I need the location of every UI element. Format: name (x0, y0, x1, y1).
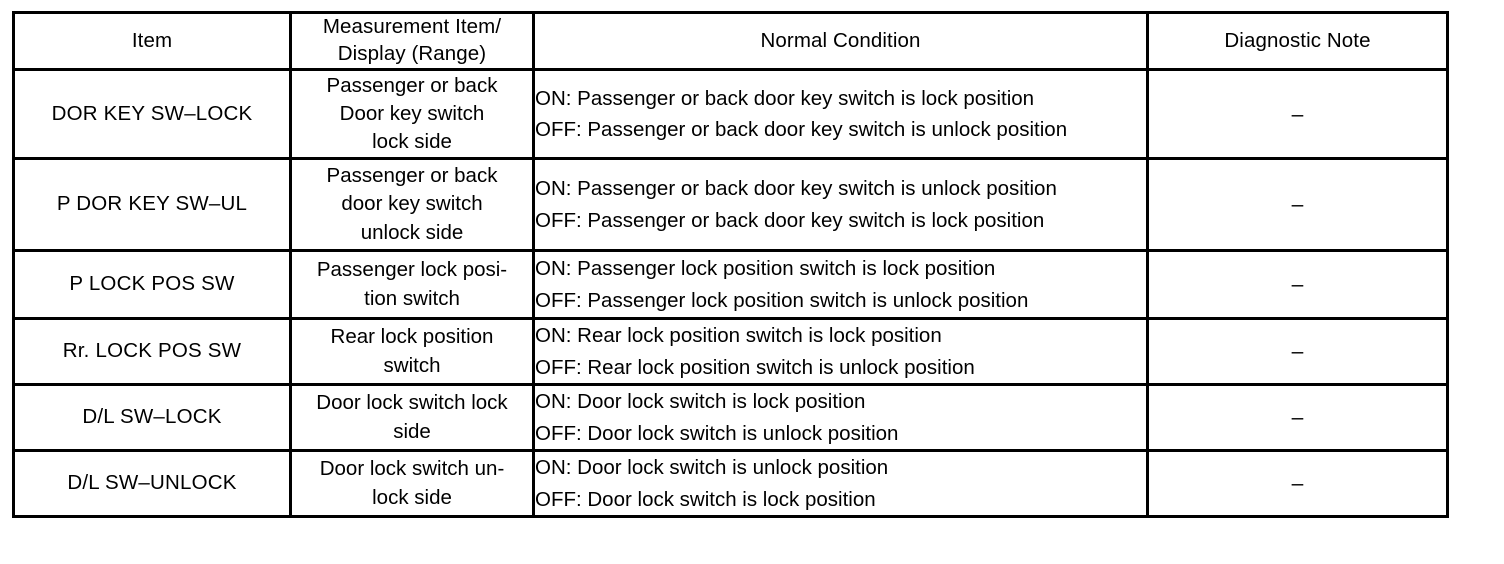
cell-diagnostic-note: – (1146, 317, 1449, 386)
column-header-item: Item (12, 11, 292, 71)
measurement-line-1: Passenger or back (326, 73, 498, 97)
table-row: D/L SW–LOCK Door lock switch lock side O… (12, 383, 1449, 452)
column-header-measurement-line-2: Display (Range) (337, 42, 487, 65)
item-name: P LOCK POS SW (69, 272, 235, 296)
measurement-line-2: lock side (372, 485, 452, 509)
table-row: Rr. LOCK POS SW Rear lock position switc… (12, 317, 1449, 386)
cell-measurement: Door lock switch un- lock side (289, 449, 535, 518)
table-body: DOR KEY SW–LOCK Passenger or back Door k… (12, 68, 1449, 518)
column-header-measurement: Measurement Item/ Display (Range) (289, 11, 535, 71)
column-header-diagnostic-note-line-1: Diagnostic Note (1224, 28, 1371, 52)
measurement-line-1: Door lock switch un- (319, 457, 505, 481)
cell-item: D/L SW–UNLOCK (12, 449, 292, 518)
column-header-item-line-1: Item (131, 28, 173, 52)
measurement-line-2: switch (383, 353, 441, 377)
cell-measurement: Passenger lock posi- tion switch (289, 249, 535, 320)
item-name: D/L SW–LOCK (82, 405, 222, 429)
table-row: D/L SW–UNLOCK Door lock switch un- lock … (12, 449, 1449, 518)
table-row: P DOR KEY SW–UL Passenger or back door k… (12, 157, 1449, 252)
cell-item: P LOCK POS SW (12, 249, 292, 320)
measurement-line-3: lock side (372, 130, 452, 154)
normal-condition-off: OFF: Passenger or back door key switch i… (535, 208, 1045, 232)
item-name: Rr. LOCK POS SW (62, 339, 242, 363)
normal-condition-on: ON: Passenger lock position switch is lo… (535, 257, 996, 281)
normal-condition-off: OFF: Passenger or back door key switch i… (535, 118, 1068, 141)
normal-condition-off: OFF: Door lock switch is unlock position (535, 421, 899, 445)
diagnostic-note-value: – (1291, 472, 1304, 495)
cell-diagnostic-note: – (1146, 249, 1449, 320)
cell-item: D/L SW–LOCK (12, 383, 292, 452)
normal-condition-off: OFF: Door lock switch is lock position (535, 487, 876, 511)
diagnostic-note-value: – (1291, 273, 1304, 296)
table-row: DOR KEY SW–LOCK Passenger or back Door k… (12, 68, 1449, 160)
column-header-normal-condition: Normal Condition (532, 11, 1149, 71)
item-name: P DOR KEY SW–UL (56, 192, 248, 216)
diagnostic-note-value: – (1291, 406, 1304, 429)
normal-condition-on: ON: Passenger or back door key switch is… (535, 86, 1035, 110)
measurement-line-1: Door lock switch lock (316, 391, 508, 415)
table-header-row: Item Measurement Item/ Display (Range) N… (12, 11, 1449, 71)
normal-condition-off: OFF: Rear lock position switch is unlock… (535, 355, 975, 379)
cell-normal-condition: ON: Passenger lock position switch is lo… (532, 249, 1149, 320)
diagnostic-note-value: – (1291, 102, 1304, 126)
cell-normal-condition: ON: Passenger or back door key switch is… (532, 68, 1149, 160)
normal-condition-on: ON: Passenger or back door key switch is… (535, 177, 1057, 201)
normal-condition-off: OFF: Passenger lock position switch is u… (535, 288, 1029, 312)
table-row: P LOCK POS SW Passenger lock posi- tion … (12, 249, 1449, 320)
cell-diagnostic-note: – (1146, 157, 1449, 252)
measurement-line-2: Door key switch (339, 101, 485, 125)
measurement-line-1: Passenger lock posi- (316, 258, 508, 282)
cell-diagnostic-note: – (1146, 449, 1449, 518)
item-name: D/L SW–UNLOCK (67, 471, 237, 495)
cell-measurement: Passenger or back Door key switch lock s… (289, 68, 535, 160)
cell-normal-condition: ON: Rear lock position switch is lock po… (532, 317, 1149, 386)
cell-measurement: Passenger or back door key switch unlock… (289, 157, 535, 252)
item-name: DOR KEY SW–LOCK (51, 101, 253, 125)
table-header: Item Measurement Item/ Display (Range) N… (12, 11, 1449, 71)
measurement-line-2: door key switch (341, 192, 483, 216)
column-header-normal-condition-line-1: Normal Condition (760, 28, 921, 52)
measurement-line-2: side (393, 419, 431, 443)
column-header-measurement-line-1: Measurement Item/ (322, 15, 502, 39)
cell-normal-condition: ON: Door lock switch is unlock position … (532, 449, 1149, 518)
cell-item: Rr. LOCK POS SW (12, 317, 292, 386)
measurement-line-1: Passenger or back (326, 164, 498, 188)
cell-item: DOR KEY SW–LOCK (12, 68, 292, 160)
cell-normal-condition: ON: Door lock switch is lock position OF… (532, 383, 1149, 452)
cell-normal-condition: ON: Passenger or back door key switch is… (532, 157, 1149, 252)
cell-item: P DOR KEY SW–UL (12, 157, 292, 252)
measurement-line-2: tion switch (364, 286, 460, 310)
cell-measurement: Rear lock position switch (289, 317, 535, 386)
diagnostic-note-value: – (1291, 193, 1304, 216)
data-list-specification-table: Item Measurement Item/ Display (Range) N… (12, 11, 1449, 518)
normal-condition-on: ON: Door lock switch is unlock position (535, 456, 889, 480)
column-header-diagnostic-note: Diagnostic Note (1146, 11, 1449, 71)
cell-diagnostic-note: – (1146, 68, 1449, 160)
diagnostic-note-value: – (1291, 340, 1304, 363)
cell-diagnostic-note: – (1146, 383, 1449, 452)
normal-condition-on: ON: Rear lock position switch is lock po… (535, 324, 942, 348)
measurement-line-3: unlock side (360, 220, 464, 244)
cell-measurement: Door lock switch lock side (289, 383, 535, 452)
measurement-line-1: Rear lock position (330, 325, 494, 349)
normal-condition-on: ON: Door lock switch is lock position (535, 390, 866, 414)
